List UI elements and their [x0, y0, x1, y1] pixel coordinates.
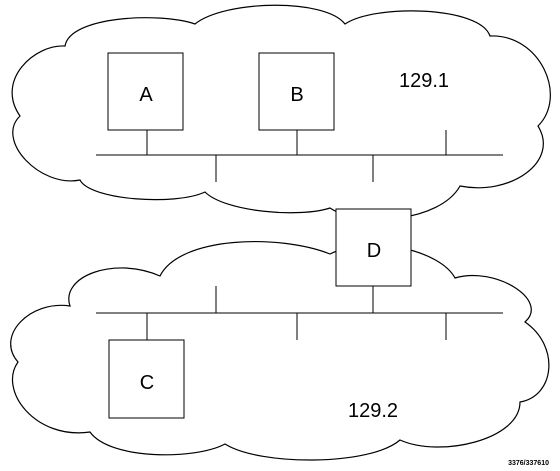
node-d-label: D [367, 240, 381, 262]
node-b: B [258, 52, 335, 131]
node-a-label: A [139, 84, 153, 106]
network-address-lower: 129.2 [348, 400, 398, 422]
node-b-label: B [290, 84, 303, 106]
figure-id: 3376/337610 [508, 460, 549, 467]
network-cloud-lower [10, 240, 550, 461]
node-d: D [335, 208, 412, 287]
node-c: C [108, 339, 185, 419]
node-a: A [107, 52, 184, 131]
node-c-label: C [140, 372, 154, 394]
network-address-upper: 129.1 [399, 70, 449, 92]
